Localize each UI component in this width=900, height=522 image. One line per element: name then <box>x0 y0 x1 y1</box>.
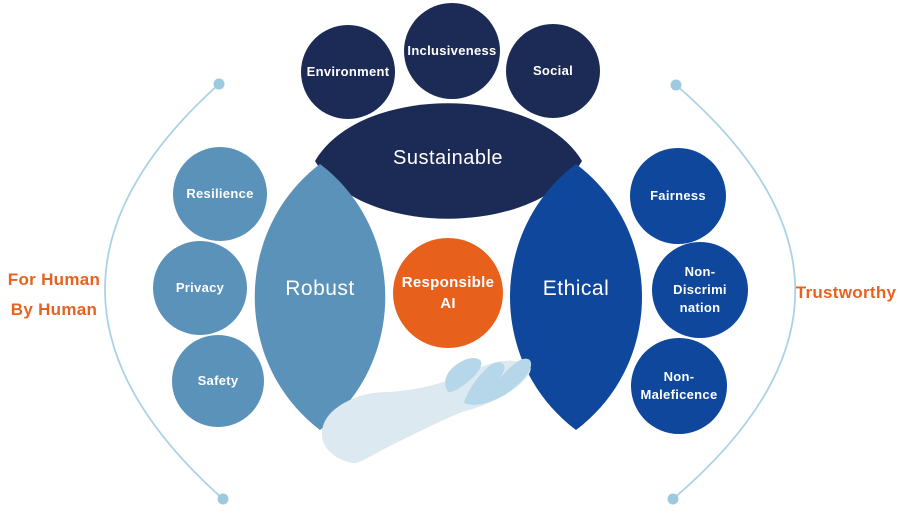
arc-dot-top-left-icon <box>213 78 225 90</box>
privacy-circle: Privacy <box>153 241 247 335</box>
resilience-circle: Resilience <box>173 147 267 241</box>
non-discrimination-circle: Non- Discrimi nation <box>652 242 748 338</box>
robust-label: Robust <box>285 277 355 300</box>
non-discrimination-label-line1: Non- <box>684 264 716 279</box>
fairness-circle: Fairness <box>630 148 726 244</box>
social-circle: Social <box>506 24 600 118</box>
arc-dot-top-right-icon <box>670 79 682 91</box>
environment-circle: Environment <box>301 25 395 119</box>
left-bracket-arc <box>104 83 224 500</box>
non-discrimination-label-line3: nation <box>679 300 721 315</box>
right-bracket-arc <box>672 84 797 500</box>
social-label: Social <box>532 63 574 78</box>
environment-label: Environment <box>306 64 390 79</box>
responsible-ai-label-line2: AI <box>440 295 456 312</box>
ethical-lens <box>510 164 642 430</box>
inclusiveness-circle: Inclusiveness <box>404 3 500 99</box>
by-human-line: By Human <box>10 300 98 319</box>
arc-dot-bottom-left-icon <box>217 493 229 505</box>
robust-lens <box>254 164 386 430</box>
trustworthy-caption: Trustworthy <box>795 283 897 302</box>
non-maleficence-label-line2: Maleficence <box>640 387 718 402</box>
responsible-ai-circle: Responsible AI <box>393 238 503 348</box>
sustainable-label: Sustainable <box>392 147 504 169</box>
ethical-label: Ethical <box>542 277 610 300</box>
sustainable-lens <box>315 103 582 219</box>
arc-dot-bottom-right-icon <box>667 493 679 505</box>
non-maleficence-circle: Non- Maleficence <box>631 338 727 434</box>
hand-fingers-icon <box>464 358 532 405</box>
for-human-line: For Human <box>7 270 101 289</box>
responsible-ai-label-line1: Responsible <box>401 274 495 291</box>
safety-circle: Safety <box>172 335 264 427</box>
non-maleficence-label-line1: Non- <box>663 369 695 384</box>
resilience-label: Resilience <box>186 186 254 201</box>
privacy-label: Privacy <box>175 280 225 295</box>
inclusiveness-label: Inclusiveness <box>407 43 497 58</box>
fairness-label: Fairness <box>650 188 706 203</box>
safety-label: Safety <box>197 373 239 388</box>
for-human-by-human-caption: For Human By Human <box>6 265 102 325</box>
non-discrimination-label-line2: Discrimi <box>673 282 727 297</box>
hand-thumb-icon <box>445 357 482 393</box>
